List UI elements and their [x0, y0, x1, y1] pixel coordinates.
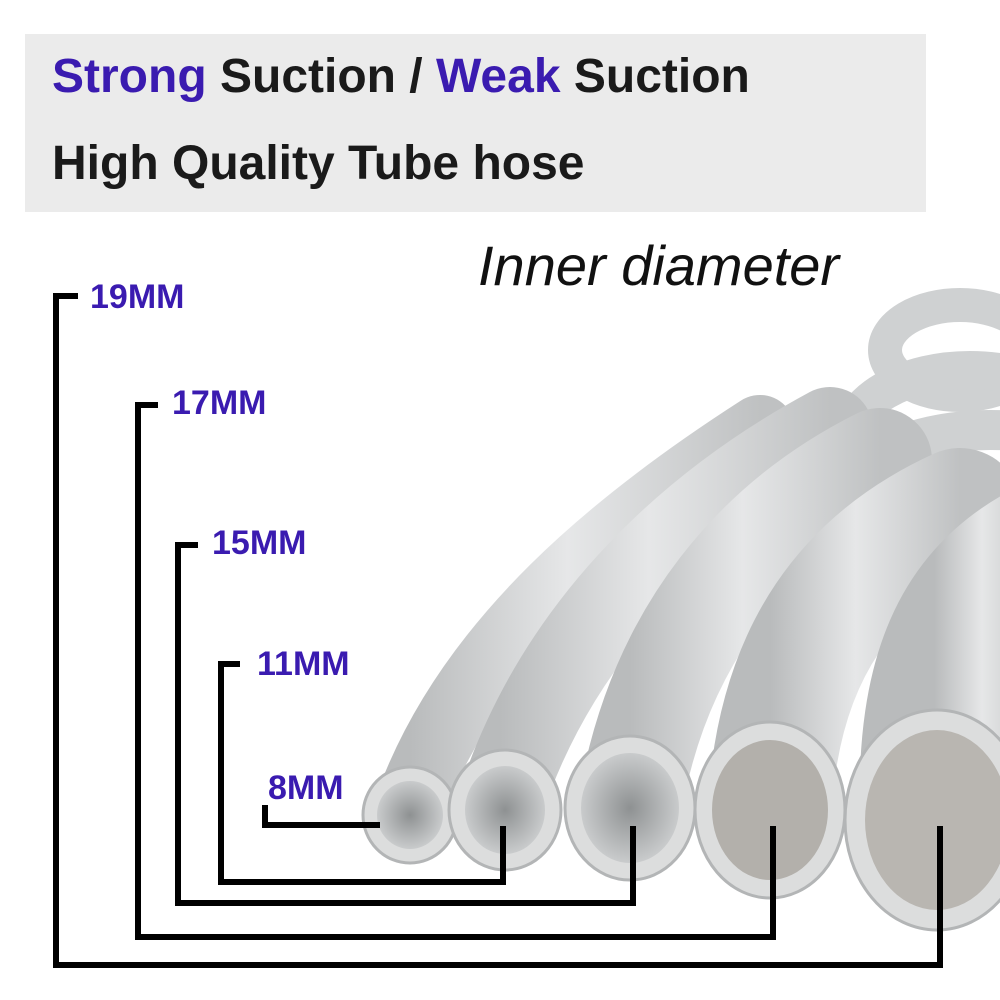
- size-label-17mm: 17MM: [172, 384, 267, 422]
- hose-openings: [361, 708, 1000, 932]
- bracket-19mm: [53, 293, 943, 968]
- size-label-19mm: 19MM: [90, 278, 185, 316]
- size-label-8mm: 8MM: [268, 769, 344, 807]
- bracket-8mm: [262, 805, 380, 828]
- inner-diameter-heading: Inner diameter: [478, 234, 840, 297]
- banner-headline: Strong Suction / Weak Suction: [52, 53, 750, 101]
- bracket-11mm: [218, 661, 506, 885]
- size-label-15mm: 15MM: [212, 524, 307, 562]
- size-label-11mm: 11MM: [257, 645, 350, 683]
- headline-end: Suction: [560, 50, 750, 103]
- bracket-17mm: [135, 402, 776, 940]
- banner-subheadline: High Quality Tube hose: [52, 137, 585, 190]
- headline-middle: Suction /: [206, 50, 436, 103]
- title-banner: [25, 34, 926, 212]
- bracket-15mm: [175, 542, 636, 906]
- weak-label: Weak: [435, 50, 561, 103]
- dimension-brackets: [53, 293, 943, 968]
- strong-label: Strong: [52, 50, 207, 103]
